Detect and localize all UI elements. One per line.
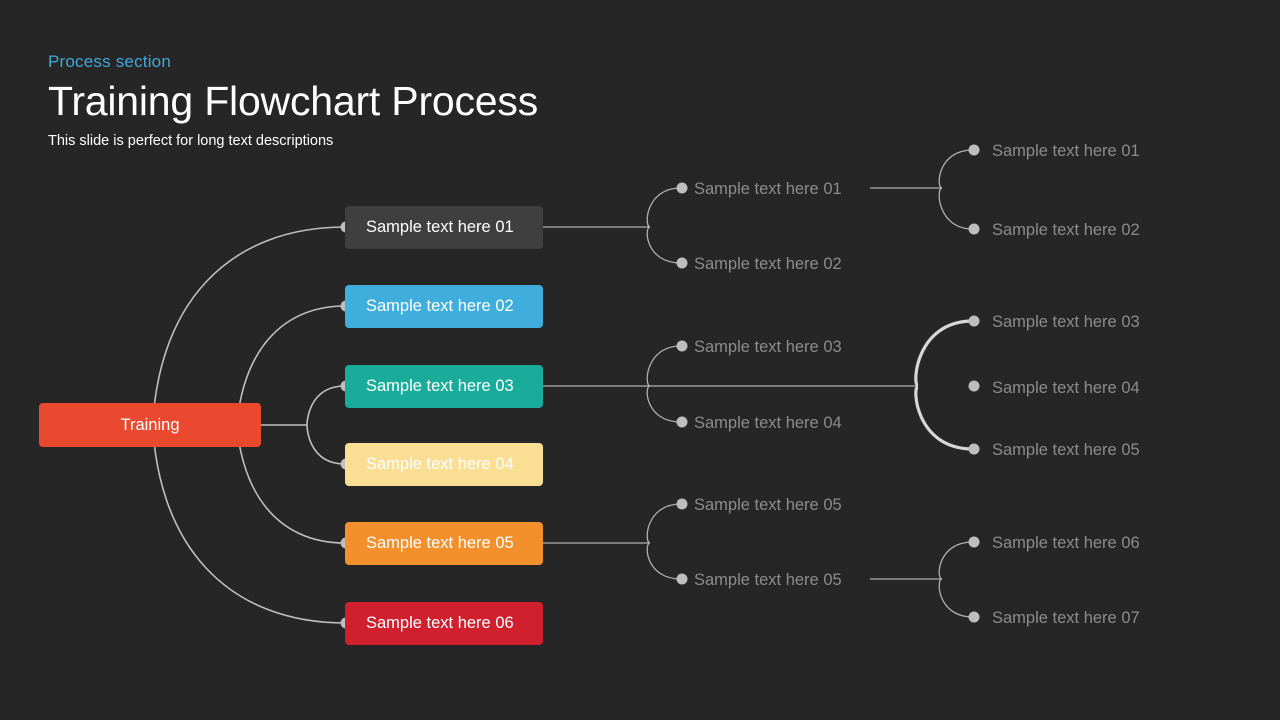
column3-dot-4 xyxy=(676,416,688,428)
eyebrow-label: Process section xyxy=(48,52,171,71)
node-branch-2-label: Sample text here 02 xyxy=(366,297,514,316)
connector-c4-bracket-c xyxy=(938,541,974,618)
node-training-root-label: Training xyxy=(120,415,180,434)
leaf-c4-4[interactable]: Sample text here 04 xyxy=(992,379,1140,397)
node-branch-3-label: Sample text here 03 xyxy=(366,377,514,396)
leaf-c4-2[interactable]: Sample text here 02 xyxy=(992,221,1140,239)
node-branch-4-label: Sample text here 04 xyxy=(366,455,514,474)
connector-c4-bracket-a xyxy=(938,149,974,230)
subtitle-label: This slide is perfect for long text desc… xyxy=(48,132,334,149)
node-training-root[interactable]: Training xyxy=(39,403,261,447)
slide-header: Process section Training Flowchart Proce… xyxy=(48,52,538,150)
column4-dot-6 xyxy=(968,536,980,548)
node-branch-6[interactable]: Sample text here 06 xyxy=(345,602,543,645)
page-title: Training Flowchart Process xyxy=(48,78,539,125)
connector-branch1-bracket xyxy=(646,187,682,264)
column3-dot-3 xyxy=(676,340,688,352)
connector-branch5-bracket xyxy=(646,503,682,580)
leaf-c4-3[interactable]: Sample text here 03 xyxy=(992,313,1140,331)
leaf-c4-7[interactable]: Sample text here 07 xyxy=(992,609,1140,627)
node-branch-1[interactable]: Sample text here 01 xyxy=(345,206,543,249)
column4-dot-3 xyxy=(968,315,980,327)
node-branch-5[interactable]: Sample text here 05 xyxy=(345,522,543,565)
leaf-c3-6[interactable]: Sample text here 05 xyxy=(694,571,842,589)
node-branch-2[interactable]: Sample text here 02 xyxy=(345,285,543,328)
connector-branch3-bracket xyxy=(646,345,682,423)
node-branch-5-label: Sample text here 05 xyxy=(366,534,514,553)
column4-dot-4 xyxy=(968,380,980,392)
node-branch-6-label: Sample text here 06 xyxy=(366,614,514,633)
connector-root-to-branch-1 xyxy=(151,226,346,448)
connector-root-to-branch-3 xyxy=(261,385,346,426)
column4-dot-1 xyxy=(968,144,980,156)
node-branch-1-label: Sample text here 01 xyxy=(366,218,514,237)
connector-root-to-branch-6 xyxy=(151,402,346,624)
column3-dot-6 xyxy=(676,573,688,585)
column3-dot-1 xyxy=(676,182,688,194)
node-branch-4[interactable]: Sample text here 04 xyxy=(345,443,543,486)
leaf-c4-5[interactable]: Sample text here 05 xyxy=(992,441,1140,459)
leaf-c3-5[interactable]: Sample text here 05 xyxy=(694,496,842,514)
leaf-c4-6[interactable]: Sample text here 06 xyxy=(992,534,1140,552)
connector-root-to-branch-4 xyxy=(306,424,346,465)
leaf-c3-1[interactable]: Sample text here 01 xyxy=(694,180,842,198)
column4-dot-7 xyxy=(968,611,980,623)
leaf-c3-4[interactable]: Sample text here 04 xyxy=(694,414,842,432)
column4-dot-2 xyxy=(968,223,980,235)
column3-dot-5 xyxy=(676,498,688,510)
leaf-c3-2[interactable]: Sample text here 02 xyxy=(694,255,842,273)
leaf-c4-1[interactable]: Sample text here 01 xyxy=(992,142,1140,160)
leaf-c3-3[interactable]: Sample text here 03 xyxy=(694,338,842,356)
node-branch-3[interactable]: Sample text here 03 xyxy=(345,365,543,408)
column4-dot-5 xyxy=(968,443,980,455)
connector-c4-bracket-b xyxy=(914,319,974,451)
column3-dot-2 xyxy=(676,257,688,269)
